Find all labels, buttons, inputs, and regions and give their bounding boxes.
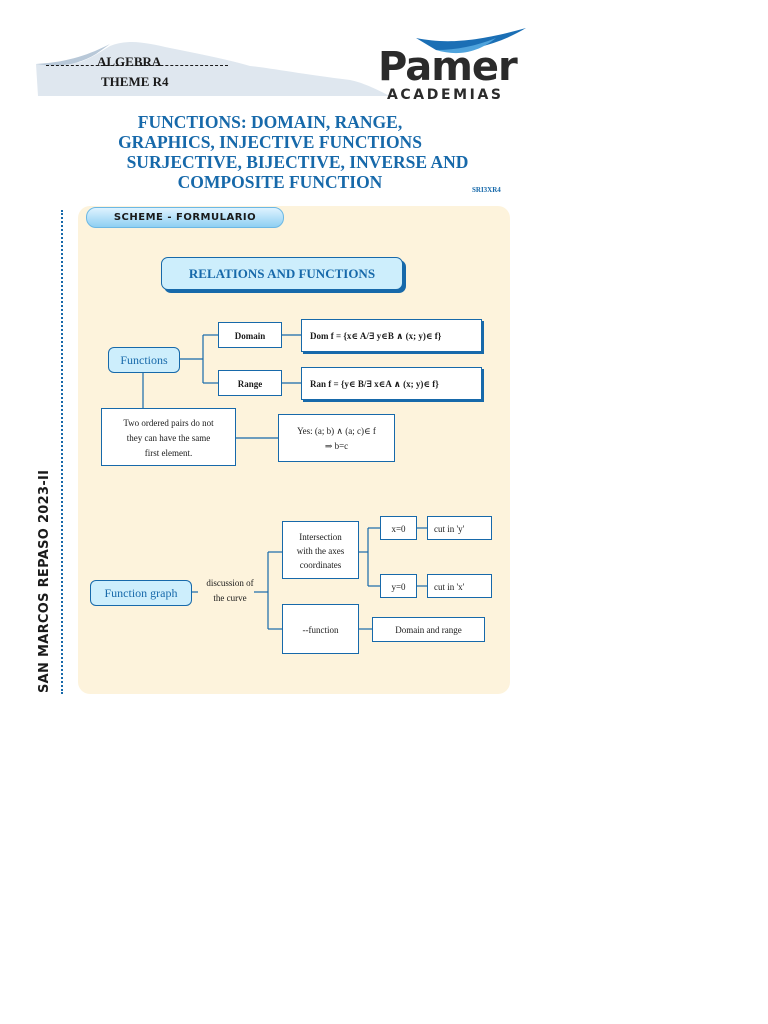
discussion-label: discussion of the curve: [196, 576, 264, 606]
yes-line: Yes: (a; b) ∧ (a; c)∈ f: [297, 426, 376, 436]
cut-y-node: cut in 'y': [427, 516, 492, 540]
y-zero-node: y=0: [380, 574, 417, 598]
function-node: --function: [282, 604, 359, 654]
domain-node: Domain: [218, 322, 282, 348]
domain-definition: Dom f = {x∈ A/∃ y∈B ∧ (x; y)∈ f}: [301, 319, 482, 352]
rule-line: they can have the same: [126, 433, 211, 443]
x-zero-node: x=0: [380, 516, 417, 540]
title-line: SURJECTIVE, BIJECTIVE, INVERSE AND: [126, 152, 469, 172]
title-line: COMPOSITE FUNCTION: [177, 172, 383, 192]
rule-line: first element.: [144, 448, 193, 458]
domain-range-node: Domain and range: [372, 617, 485, 642]
yes-implication: Yes: (a; b) ∧ (a; c)∈ f ⇒ b=c: [278, 414, 395, 462]
header-swoosh: [36, 42, 390, 96]
intersection-node: Intersection with the axes coordinates: [282, 521, 359, 579]
logo-subtitle: ACADEMIAS: [387, 87, 504, 103]
header-divider: [46, 65, 228, 66]
page-title: FUNCTIONS: DOMAIN, RANGE, GRAPHICS, INJE…: [60, 112, 480, 192]
relations-functions-heading: RELATIONS AND FUNCTIONS: [161, 257, 403, 290]
ordered-pairs-rule: Two ordered pairs do not they can have t…: [101, 408, 236, 466]
yes-line: ⇒ b=c: [324, 441, 349, 451]
rule-line: Two ordered pairs do not: [123, 418, 214, 428]
logo-name: Pamer: [378, 44, 518, 90]
discussion-line: discussion of: [206, 578, 254, 588]
function-graph-node: Function graph: [90, 580, 192, 606]
side-dotted-rule: [61, 210, 63, 694]
theme-label: THEME R4: [101, 74, 169, 89]
title-line: GRAPHICS, INJECTIVE FUNCTIONS: [118, 132, 422, 152]
range-definition: Ran f = {y∈ B/∃ x∈A ∧ (x; y)∈ f}: [301, 367, 482, 400]
range-node: Range: [218, 370, 282, 396]
pamer-logo: Pamer ACADEMIAS: [378, 26, 528, 106]
scheme-tag: SCHEME - FORMULARIO: [86, 207, 284, 228]
logo-wing-icon: [416, 28, 526, 54]
intersection-line: coordinates: [299, 560, 342, 570]
intersection-line: Intersection: [299, 532, 342, 542]
functions-node: Functions: [108, 347, 180, 373]
document-code: SRI3XR4: [472, 186, 501, 194]
intersection-line: with the axes: [296, 546, 345, 556]
discussion-line: the curve: [213, 593, 247, 603]
cut-x-node: cut in 'x': [427, 574, 492, 598]
title-line: FUNCTIONS: DOMAIN, RANGE,: [137, 112, 403, 132]
